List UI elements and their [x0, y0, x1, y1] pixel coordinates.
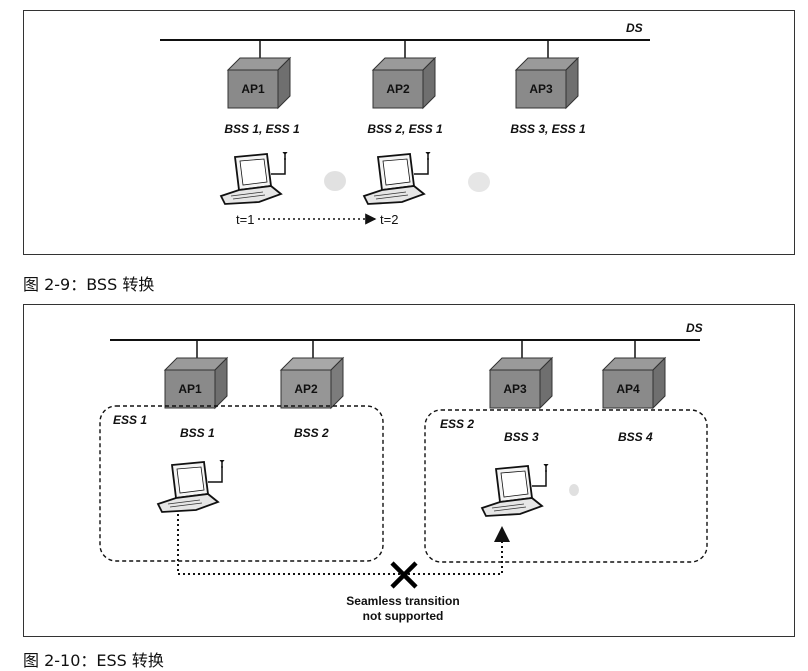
ess1-region	[99, 405, 384, 562]
bss3-label: BSS 3	[504, 430, 539, 444]
smudge-mark	[468, 172, 490, 192]
ess1-label: ESS 1	[113, 413, 147, 427]
laptop-icon	[220, 152, 290, 205]
svg-text:AP1: AP1	[178, 382, 202, 396]
figure-caption-ess: 图 2-10：ESS 转换	[23, 651, 164, 670]
bss2-label: BSS 2	[294, 426, 329, 440]
svg-text:AP3: AP3	[503, 382, 527, 396]
bss1-label: BSS 1	[180, 426, 215, 440]
ap1-bss-label: BSS 1, ESS 1	[224, 122, 300, 136]
ap3-box: AP3	[514, 40, 580, 110]
ap4-box: AP4	[601, 340, 667, 410]
transition-path	[177, 514, 510, 575]
laptop-icon	[157, 460, 227, 513]
time-start-label: t=1	[236, 212, 254, 227]
svg-text:AP1: AP1	[241, 82, 265, 96]
ap2-box: AP2	[279, 340, 345, 410]
ess2-label: ESS 2	[440, 417, 474, 431]
figure-caption-bss: 图 2-9：BSS 转换	[23, 275, 155, 294]
time-end-label: t=2	[380, 212, 398, 227]
seamless-note-line2: not supported	[363, 609, 444, 623]
ap1-box: AP1	[226, 40, 292, 110]
svg-text:AP4: AP4	[616, 382, 640, 396]
seamless-note-line1: Seamless transition	[346, 594, 459, 608]
ap1-box: AP1	[163, 340, 229, 410]
ess2-region	[424, 409, 708, 563]
smudge-mark	[324, 171, 346, 191]
ds-label: DS	[686, 321, 703, 335]
blocked-x-icon	[390, 561, 418, 589]
ap3-bss-label: BSS 3, ESS 1	[510, 122, 586, 136]
laptop-icon	[481, 464, 551, 517]
ap2-box: AP2	[371, 40, 437, 110]
ds-label: DS	[626, 21, 643, 35]
laptop-icon	[363, 152, 433, 205]
svg-text:AP2: AP2	[386, 82, 410, 96]
ap2-bss-label: BSS 2, ESS 1	[367, 122, 443, 136]
figure-bss-transition	[23, 10, 795, 255]
smudge-mark	[569, 484, 579, 496]
svg-text:AP2: AP2	[294, 382, 318, 396]
ap3-box: AP3	[488, 340, 554, 410]
svg-text:AP3: AP3	[529, 82, 553, 96]
bss4-label: BSS 4	[618, 430, 653, 444]
